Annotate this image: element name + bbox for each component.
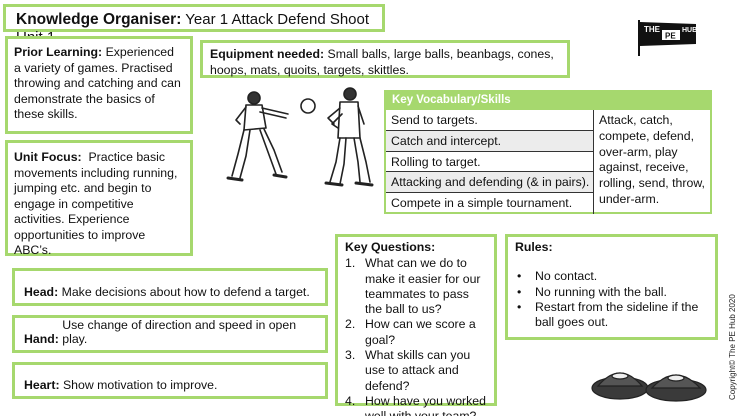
list-item: • No contact. [515, 269, 708, 284]
logo-the: THE [644, 25, 661, 34]
equipment-box: Equipment needed: Small balls, large bal… [200, 40, 570, 78]
rules-box: Rules: • No contact. • No running with the… [505, 234, 718, 340]
equipment-label: Equipment needed: [210, 47, 325, 61]
questions-list: 1. What can we do to make it easier for o… [345, 256, 487, 416]
skills-column: Send to targets. Catch and intercept. Ro… [386, 110, 594, 214]
list-item: 2. How can we score a goal? [345, 317, 487, 348]
prior-learning-box: Prior Learning: Experienced a variety of… [5, 36, 193, 134]
rules-list: •No contact. •No running with the ball. … [515, 269, 708, 330]
key-questions-title: Key Questions: [345, 240, 436, 254]
pe-hub-logo: THE PE HUB [638, 20, 697, 56]
skill-row: Compete in a simple tournament. [386, 193, 594, 214]
unit-focus-label: Unit Focus: [14, 150, 82, 164]
rule-text: No running with the ball. [535, 284, 667, 299]
prior-learning-label: Prior Learning: [14, 45, 103, 59]
question-number: 4. [345, 393, 356, 408]
cones-illustration [591, 372, 707, 402]
key-questions-box: Key Questions: 1. What can we do to make … [335, 234, 497, 416]
bullet-icon: • [517, 299, 522, 314]
list-item: • No running with the ball. [515, 285, 708, 300]
head-box: Head: Make decisions about how to defend… [12, 268, 328, 306]
copyright-text: Copyright© The PE Hub 2020 [728, 294, 737, 400]
hand-text: Use change of direction and speed in ope… [62, 318, 297, 346]
logo-hub: HUB [682, 27, 697, 34]
vocabulary-words: Attack, catch, compete, defend, over-arm… [599, 113, 705, 206]
head-label: Head: [24, 285, 59, 299]
heart-text: Show motivation to improve. [62, 378, 218, 392]
list-item: 3. What skills can you use to attack and … [345, 348, 487, 394]
throwing-figures-illustration [226, 87, 374, 187]
skill-row: Attacking and defending (& in pairs). [386, 172, 594, 194]
vocabulary-header: Key Vocabulary/Skills [386, 92, 710, 110]
question-text: What can we do to make it easier for our… [365, 256, 481, 317]
rule-text: No contact. [535, 269, 598, 284]
unit-focus-box: Unit Focus: Practice basic movements inc… [5, 140, 193, 257]
heart-label: Heart: [24, 378, 60, 392]
list-item: 4. How have you worked well with your tea… [345, 394, 487, 416]
list-item: 1. What can we do to make it easier for o… [345, 256, 487, 317]
skill-row: Catch and intercept. [386, 130, 594, 152]
hand-label: Hand: [24, 332, 59, 346]
logo-pe: PE [665, 32, 676, 41]
page-title: Knowledge Organiser: Year 1 Attack Defen… [3, 4, 385, 46]
rule-text: Restart from the sideline if the ball go… [535, 299, 699, 330]
heart-box: Heart: Show motivation to improve. [12, 362, 328, 399]
question-text: How have you worked well with your team? [365, 393, 486, 416]
skill-row: Rolling to target. [386, 151, 594, 173]
prior-learning-text: Experienced a variety of games. Practise… [14, 45, 181, 121]
bullet-icon: • [517, 284, 522, 299]
skill-row: Send to targets. [386, 110, 594, 131]
unit-focus-text: Practice basic movements including runni… [14, 150, 178, 257]
hand-box: Hand: Use change of direction and speed … [12, 315, 328, 353]
rules-title: Rules: [515, 240, 553, 254]
question-number: 3. [345, 348, 356, 363]
head-text: Make decisions about how to defend a tar… [61, 285, 310, 299]
vocabulary-table: Key Vocabulary/Skills Send to targets. C… [384, 90, 712, 214]
equipment-text: Small balls, large balls, beanbags, cone… [210, 47, 554, 77]
title-label: Knowledge Organiser: [16, 11, 182, 28]
question-text: How can we score a goal? [365, 317, 476, 347]
bullet-icon: • [517, 269, 522, 284]
list-item: • Restart from the sideline if the ball g… [515, 300, 708, 331]
question-number: 2. [345, 317, 356, 332]
question-text: What skills can you use to attack and de… [365, 348, 471, 393]
question-number: 1. [345, 256, 356, 271]
